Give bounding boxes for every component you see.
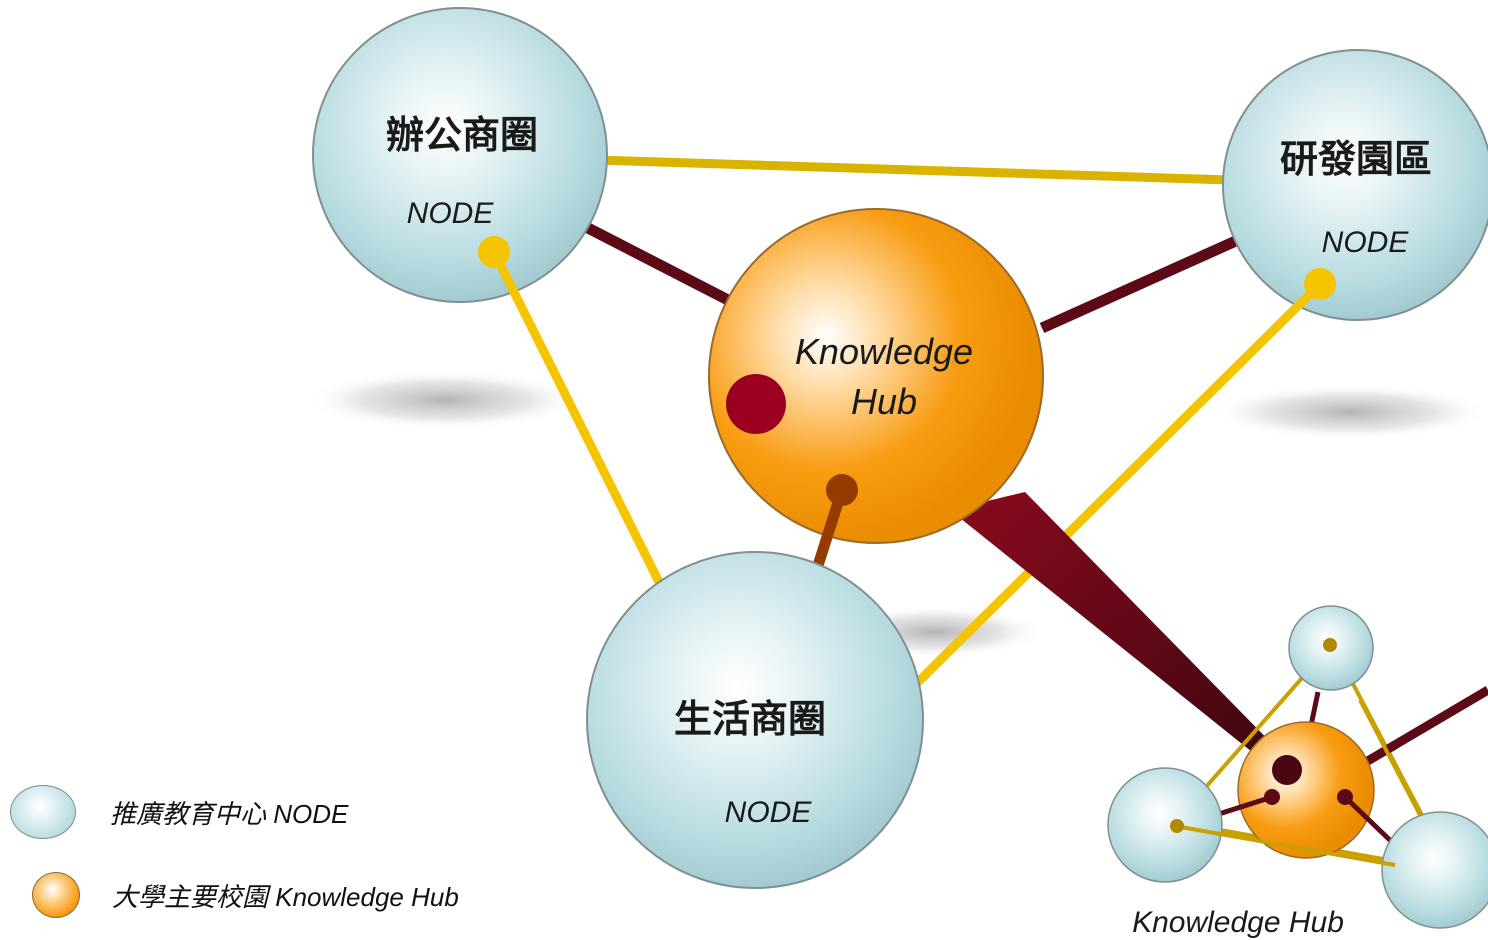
link-hub-rnd [1039, 234, 1241, 334]
hub-red-dot [726, 374, 786, 434]
mini-node-left [1107, 767, 1223, 883]
mini-link-gold-5 [1358, 699, 1422, 816]
link-hub-office [585, 223, 731, 305]
mini-beam-end [1272, 755, 1302, 785]
office-title: 辦公商圈 [386, 113, 538, 157]
hub-line2: Hub [851, 381, 917, 422]
mini-dot-hub-right [1337, 789, 1353, 805]
link-office-rnd [594, 155, 1231, 185]
hub-link-dot [826, 474, 858, 506]
legend-node: 推廣教育中心 NODE [10, 785, 348, 839]
office-gold-dot [478, 236, 510, 268]
legend-node-swatch [10, 785, 76, 839]
hub-line1: Knowledge [795, 331, 973, 372]
mini-hub [1237, 721, 1375, 859]
mini-cluster: Knowledge Hub [1107, 605, 1488, 939]
mini-link-gold-4 [1174, 824, 1396, 867]
mini-dot-hub-left [1264, 789, 1280, 805]
legend-node-label: 推廣教育中心 NODE [110, 798, 349, 829]
living-tag: NODE [725, 796, 813, 829]
mini-link-dark-4 [1343, 795, 1397, 847]
node-rnd [1222, 49, 1488, 321]
mini-dot-top [1323, 638, 1337, 652]
rnd-tag: NODE [1322, 226, 1410, 259]
node-office [312, 7, 608, 303]
node-living [586, 551, 924, 889]
office-tag: NODE [407, 197, 495, 230]
mini-link-dark-2 [1363, 686, 1488, 766]
legend-hub-swatch [32, 872, 80, 918]
rnd-title: 研發園區 [1280, 137, 1432, 181]
knowledge-hub [708, 208, 1044, 544]
shadow-rnd [1210, 384, 1488, 440]
shadow-office [305, 370, 585, 430]
legend-hub-label: 大學主要校園 Knowledge Hub [112, 881, 459, 912]
mini-dot-left [1170, 819, 1184, 833]
mini-cluster-caption: Knowledge Hub [1132, 906, 1344, 939]
link-office-living [489, 249, 667, 591]
mini-node-right [1381, 811, 1488, 929]
rnd-gold-dot [1304, 268, 1336, 300]
legend-hub: 大學主要校園 Knowledge Hub [10, 872, 459, 918]
link-rnd-living [906, 280, 1324, 694]
beam-hub-cluster [950, 492, 1292, 776]
living-title: 生活商圈 [674, 697, 826, 741]
